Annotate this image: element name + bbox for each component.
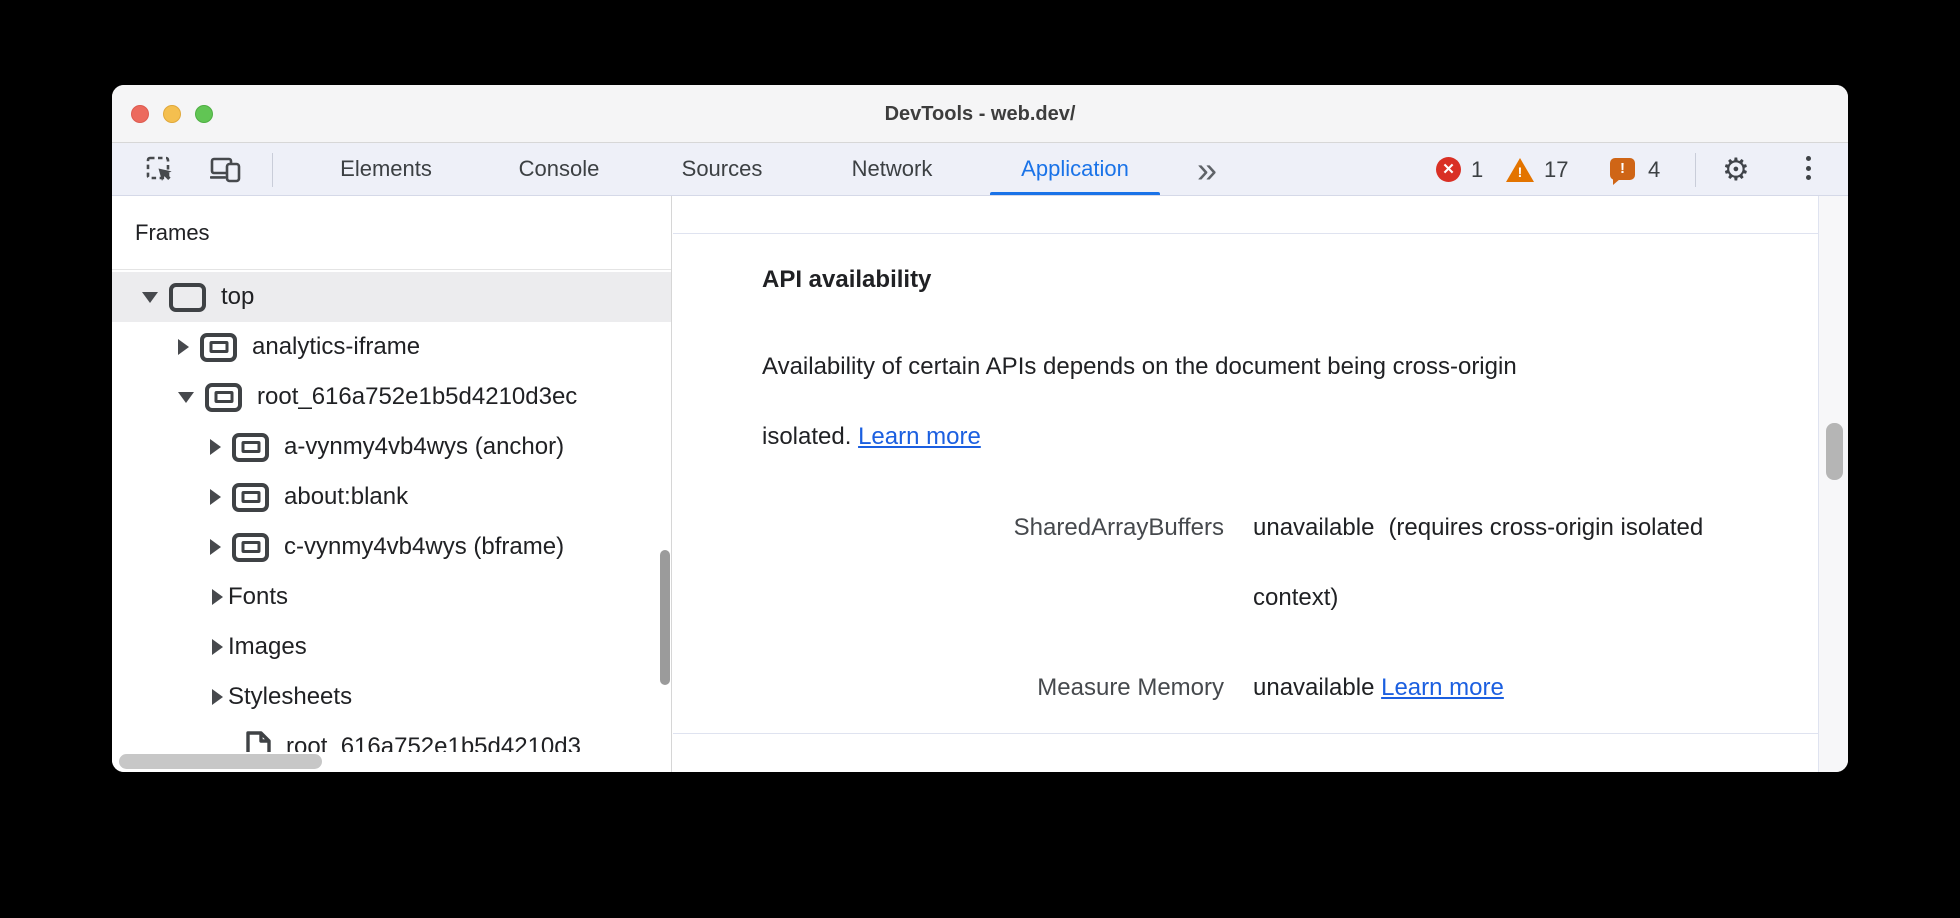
tab-application[interactable]: Application bbox=[990, 143, 1160, 195]
tree-item-top[interactable]: top bbox=[112, 272, 671, 322]
minimize-window-button[interactable] bbox=[163, 105, 181, 123]
tree-item-label: analytics-iframe bbox=[252, 333, 421, 360]
tab-sources[interactable]: Sources bbox=[681, 156, 763, 181]
tab-console[interactable]: Console bbox=[518, 156, 600, 181]
chevron-right-icon[interactable] bbox=[178, 339, 189, 355]
tree-item-bframe[interactable]: c-vynmy4vb4wys (bframe) bbox=[112, 522, 671, 572]
frames-sidebar: Frames top analytics-iframe root_616a752… bbox=[112, 196, 672, 772]
iframe-icon bbox=[205, 382, 242, 412]
zoom-window-button[interactable] bbox=[195, 105, 213, 123]
api-status: unavailable bbox=[1253, 674, 1375, 701]
tree-item-label: a-vynmy4vb4wys (anchor) bbox=[284, 433, 565, 460]
main-scrollbar-gutter bbox=[1818, 196, 1848, 772]
chevron-right-icon[interactable] bbox=[210, 539, 221, 555]
close-window-button[interactable] bbox=[131, 105, 149, 123]
tree-item-label: root_616a752e1b5d4210d3ec bbox=[257, 383, 578, 410]
main-vertical-scrollbar[interactable] bbox=[1826, 423, 1843, 480]
chevron-right-icon[interactable] bbox=[212, 639, 223, 655]
measure-memory-learn-more-link[interactable]: Learn more bbox=[1381, 674, 1504, 701]
description-line1: Availability of certain APIs depends on … bbox=[762, 353, 1517, 380]
issue-count[interactable]: 4 bbox=[1648, 157, 1661, 182]
tree-item-analytics-iframe[interactable]: analytics-iframe bbox=[112, 322, 671, 372]
iframe-icon bbox=[232, 482, 269, 512]
tab-application-label: Application bbox=[1021, 156, 1129, 181]
window-frame-icon bbox=[169, 282, 206, 312]
tree-item-label: c-vynmy4vb4wys (bframe) bbox=[284, 533, 565, 560]
section-divider bbox=[673, 233, 1818, 234]
chevron-right-icon[interactable] bbox=[210, 439, 221, 455]
iframe-icon bbox=[232, 432, 269, 462]
section-title: API availability bbox=[762, 266, 932, 293]
sidebar-vertical-scrollbar[interactable] bbox=[660, 550, 670, 685]
section-divider bbox=[673, 733, 1818, 734]
inspect-element-icon bbox=[146, 156, 172, 181]
sidebar-horizontal-scrollbar[interactable] bbox=[119, 754, 322, 769]
chevron-right-icon[interactable] bbox=[212, 689, 223, 705]
tree-item-about-blank[interactable]: about:blank bbox=[112, 472, 671, 522]
warning-badge-icon[interactable]: ! bbox=[1506, 158, 1534, 182]
table-row: Measure Memory unavailable Learn more bbox=[762, 653, 1723, 723]
tree-item-root-document[interactable]: root_616a752e1b5d4210d3 bbox=[112, 722, 671, 752]
kebab-menu-icon[interactable] bbox=[1805, 156, 1811, 185]
tree-item-label: root_616a752e1b5d4210d3 bbox=[286, 733, 581, 752]
toggle-device-toolbar-button[interactable] bbox=[209, 143, 243, 196]
tree-item-fonts[interactable]: Fonts bbox=[112, 572, 671, 622]
tree-item-label: about:blank bbox=[284, 483, 409, 510]
error-badge-icon[interactable]: ✕ bbox=[1436, 157, 1461, 182]
api-availability-rows: SharedArrayBuffers unavailable(requires … bbox=[762, 493, 1723, 743]
tab-network[interactable]: Network bbox=[851, 156, 933, 181]
chevron-down-icon[interactable] bbox=[142, 291, 158, 303]
api-status: unavailable bbox=[1253, 514, 1375, 541]
devtools-toolbar: Elements Console Sources Network Applica… bbox=[112, 143, 1848, 196]
window-title: DevTools - web.dev/ bbox=[884, 103, 1076, 125]
toolbar-divider bbox=[1695, 153, 1696, 187]
more-tabs-icon[interactable]: » bbox=[1197, 148, 1217, 190]
chevron-down-icon[interactable] bbox=[178, 391, 194, 403]
issues-badge-icon[interactable]: ! bbox=[1610, 158, 1635, 185]
chevron-right-icon[interactable] bbox=[210, 489, 221, 505]
toolbar-divider bbox=[272, 153, 273, 187]
tree-item-label: Images bbox=[228, 633, 307, 660]
iframe-icon bbox=[232, 532, 269, 562]
tree-item-root-frame[interactable]: root_616a752e1b5d4210d3ec bbox=[112, 372, 671, 422]
tree-item-label: Stylesheets bbox=[228, 683, 353, 710]
active-tab-underline bbox=[990, 192, 1160, 195]
api-name: SharedArrayBuffers bbox=[1013, 514, 1224, 541]
api-name: Measure Memory bbox=[1037, 674, 1224, 701]
error-count[interactable]: 1 bbox=[1471, 157, 1484, 182]
application-panel: API availability Availability of certain… bbox=[673, 196, 1818, 772]
tree-item-stylesheets[interactable]: Stylesheets bbox=[112, 672, 671, 722]
frames-tree: top analytics-iframe root_616a752e1b5d42… bbox=[112, 196, 671, 752]
learn-more-link[interactable]: Learn more bbox=[858, 423, 981, 450]
api-status-cell: unavailable Learn more bbox=[1253, 653, 1723, 723]
devtools-window: DevTools - web.dev/ Elements Console Sou… bbox=[112, 85, 1848, 772]
api-status-cell: unavailable(requires cross-origin isolat… bbox=[1253, 493, 1723, 633]
section-description: Availability of certain APIs depends on … bbox=[762, 332, 1742, 472]
frames-header: Frames bbox=[112, 196, 671, 270]
settings-gear-icon[interactable]: ⚙ bbox=[1722, 151, 1750, 188]
table-row: SharedArrayBuffers unavailable(requires … bbox=[762, 493, 1723, 633]
device-toolbar-icon bbox=[210, 157, 241, 182]
tree-item-images[interactable]: Images bbox=[112, 622, 671, 672]
chevron-right-icon[interactable] bbox=[212, 589, 223, 605]
warning-count[interactable]: 17 bbox=[1544, 157, 1569, 182]
api-status-detail: (requires cross-origin isolated context) bbox=[1253, 514, 1704, 611]
tree-item-label: Fonts bbox=[228, 583, 289, 610]
tab-elements[interactable]: Elements bbox=[340, 156, 432, 181]
iframe-icon bbox=[200, 332, 237, 362]
document-icon bbox=[246, 731, 271, 752]
inspect-element-button[interactable] bbox=[145, 143, 175, 196]
tree-item-label: top bbox=[221, 283, 255, 310]
tree-item-anchor-frame[interactable]: a-vynmy4vb4wys (anchor) bbox=[112, 422, 671, 472]
description-line2: isolated. bbox=[762, 423, 852, 450]
title-bar: DevTools - web.dev/ bbox=[112, 85, 1848, 143]
